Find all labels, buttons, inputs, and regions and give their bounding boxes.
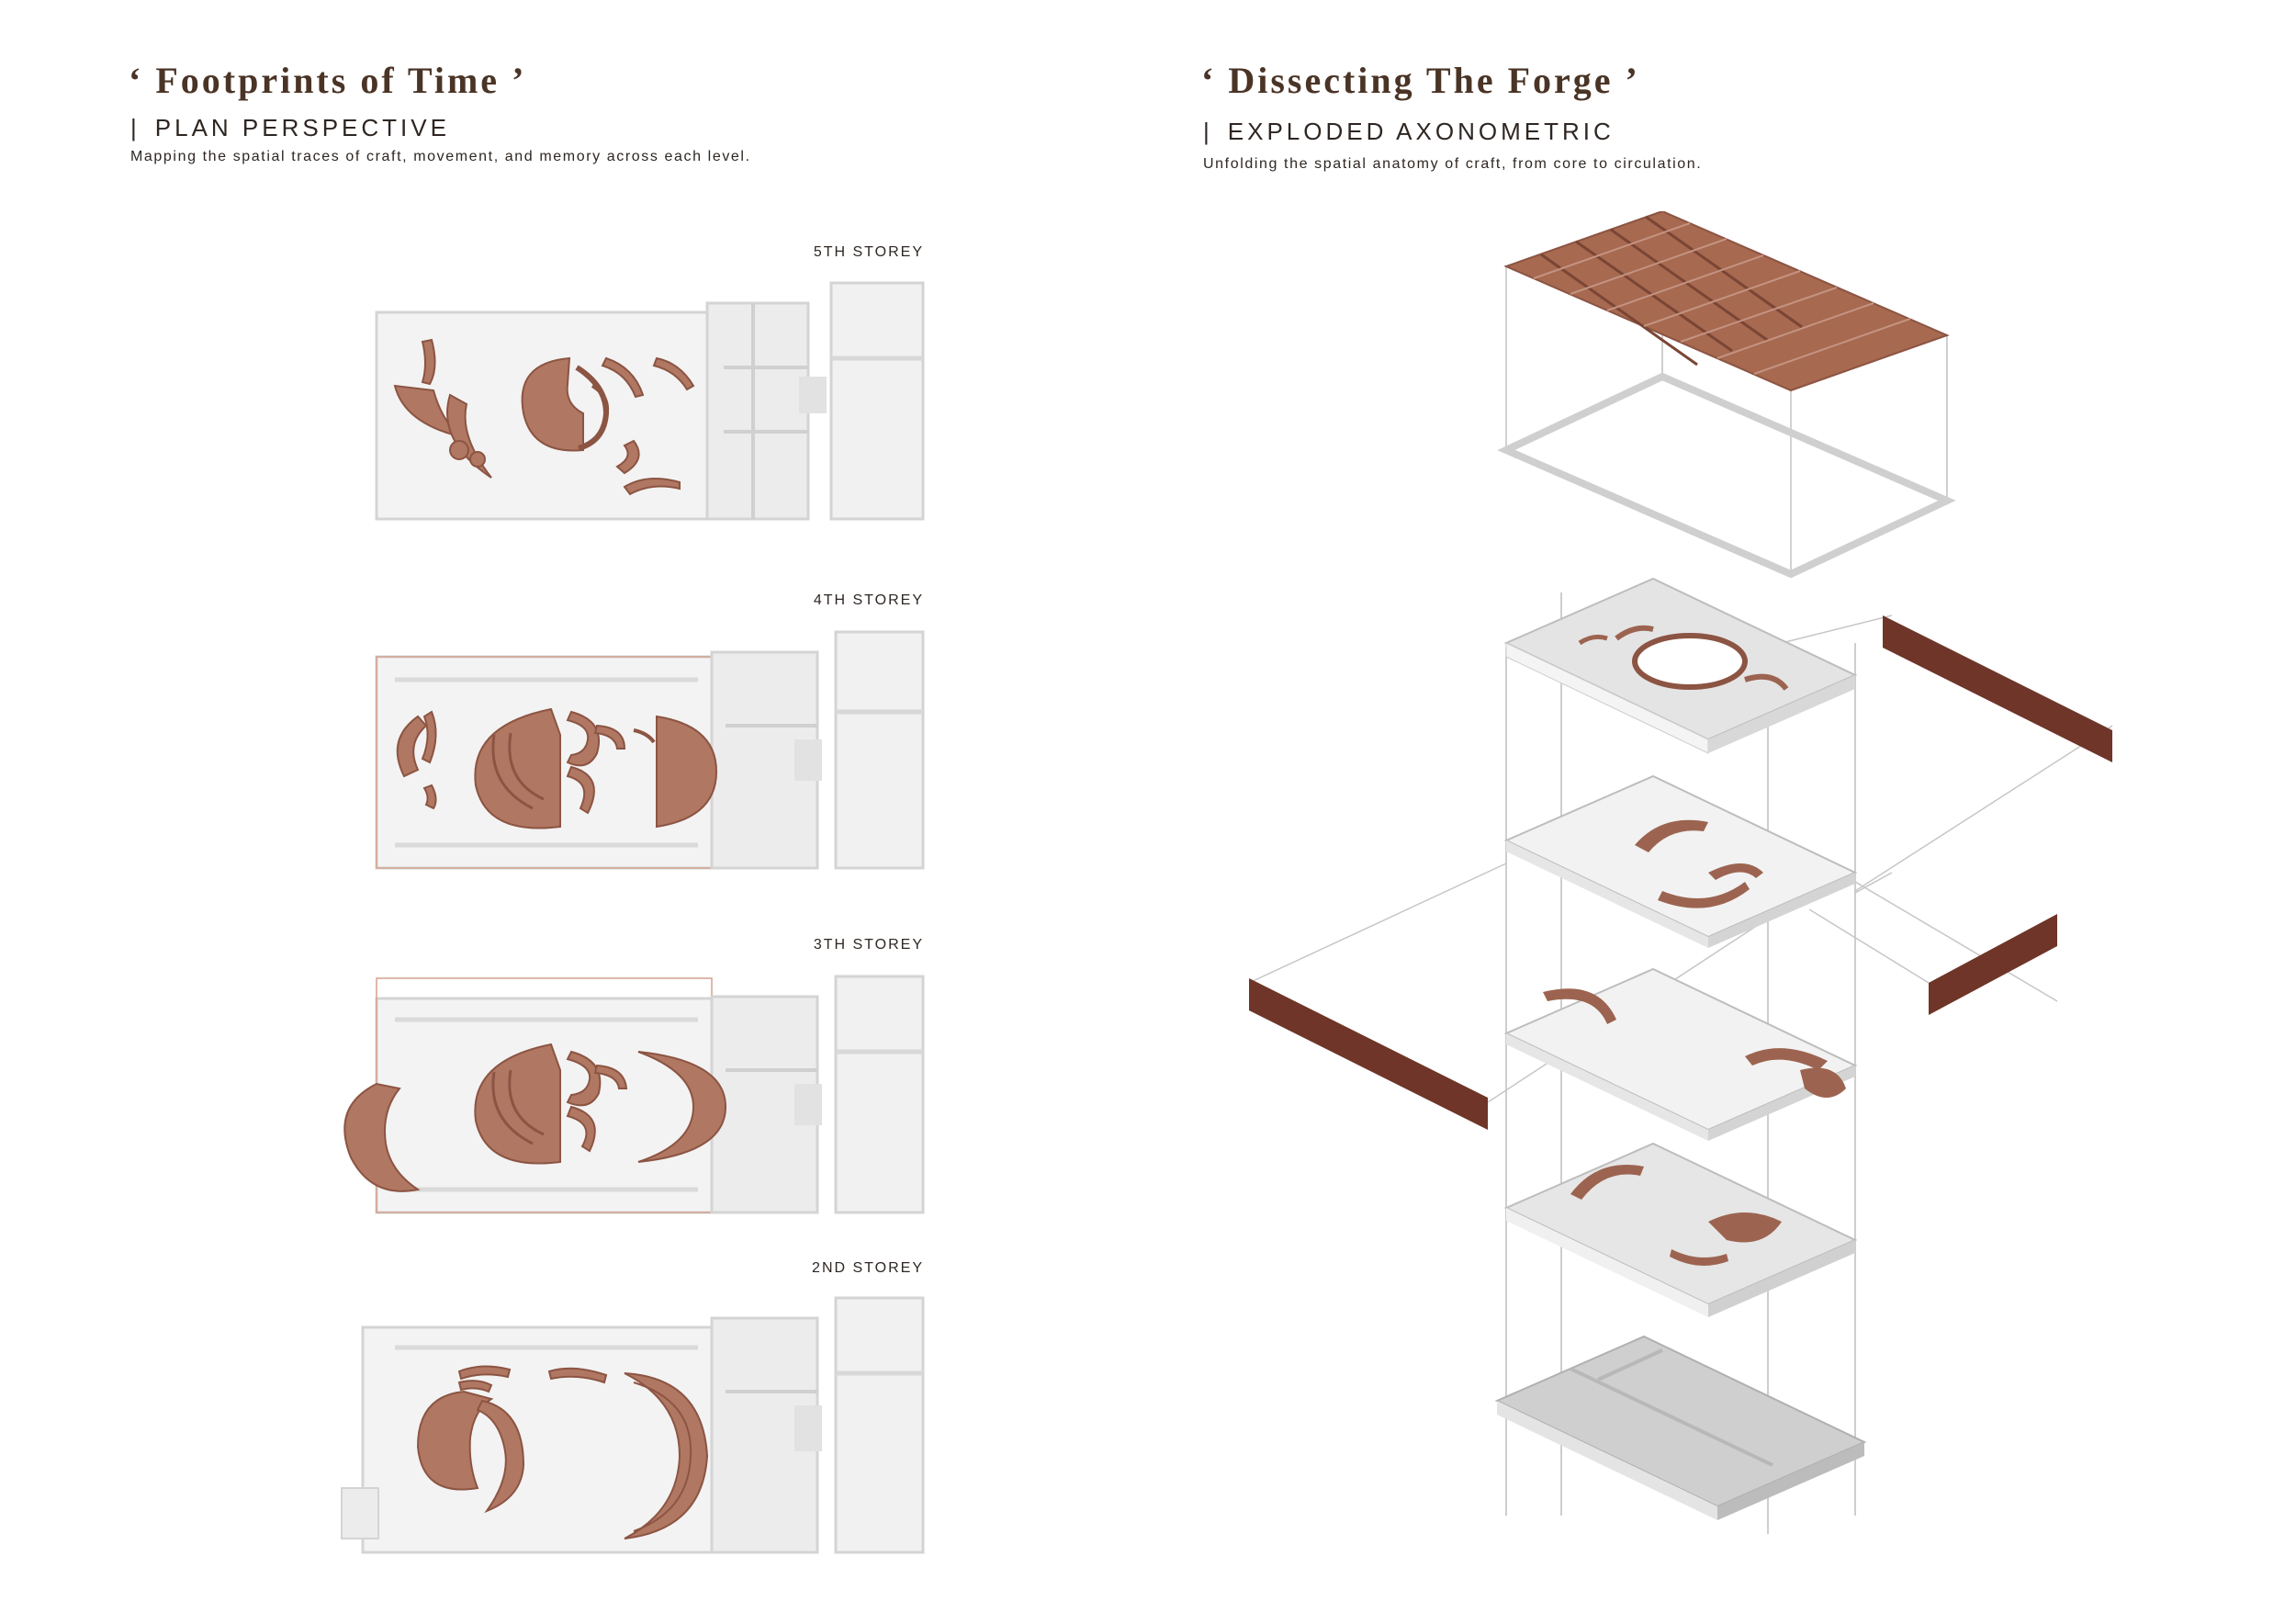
- axo-slab-4th: [1503, 774, 1858, 948]
- exploded-axonometric: [1248, 211, 2113, 1534]
- storey-label-3th: 3TH STOREY: [813, 937, 924, 953]
- left-panel-caption: Mapping the spatial traces of craft, mov…: [130, 149, 751, 164]
- left-subtitle-text: PLAN PERSPECTIVE: [154, 114, 450, 141]
- craft-forms-3: [343, 1043, 727, 1192]
- storey-label-5th: 5TH STOREY: [813, 244, 924, 260]
- craft-forms-2: [416, 1365, 709, 1539]
- craft-forms-5: [393, 338, 695, 496]
- brick-facade-left: [1249, 978, 1488, 1130]
- floor-plan-4th-storey: [375, 630, 925, 870]
- floor-plan-2nd-storey: [341, 1296, 925, 1554]
- axo-slab-5th: [1503, 577, 1858, 754]
- right-subtitle-text: EXPLODED AXONOMETRIC: [1227, 118, 1615, 145]
- plan-slab-4: [375, 630, 925, 870]
- axo-slab-2nd: [1503, 1142, 1858, 1317]
- floor-plan-5th-storey: [375, 281, 925, 521]
- facade-guide-lines: [1248, 615, 2113, 1103]
- craft-forms-4: [396, 707, 718, 829]
- floor-plan-3th-storey: [343, 975, 925, 1214]
- roof-canopy: [1497, 211, 1956, 579]
- right-panel-title: ‘ Dissecting The Forge ’: [1201, 60, 1640, 101]
- right-panel-caption: Unfolding the spatial anatomy of craft, …: [1203, 156, 1703, 172]
- left-panel-title: ‘ Footprints of Time ’: [129, 60, 527, 101]
- left-panel-subtitle: | PLAN PERSPECTIVE: [130, 114, 450, 142]
- storey-label-2nd: 2ND STOREY: [812, 1260, 924, 1276]
- separator-bar: |: [130, 114, 141, 141]
- axo-slab-3th: [1503, 967, 1858, 1141]
- brick-facade-lower-right: [1929, 914, 2057, 1015]
- axo-slab-ground: [1494, 1335, 1867, 1520]
- separator-bar: |: [1203, 118, 1213, 145]
- brick-facade-right: [1883, 615, 2112, 762]
- right-panel-subtitle: | EXPLODED AXONOMETRIC: [1203, 118, 1615, 146]
- storey-label-4th: 4TH STOREY: [813, 592, 924, 608]
- plan-slab-5: [375, 281, 925, 521]
- plan-slab-3: [375, 975, 925, 1214]
